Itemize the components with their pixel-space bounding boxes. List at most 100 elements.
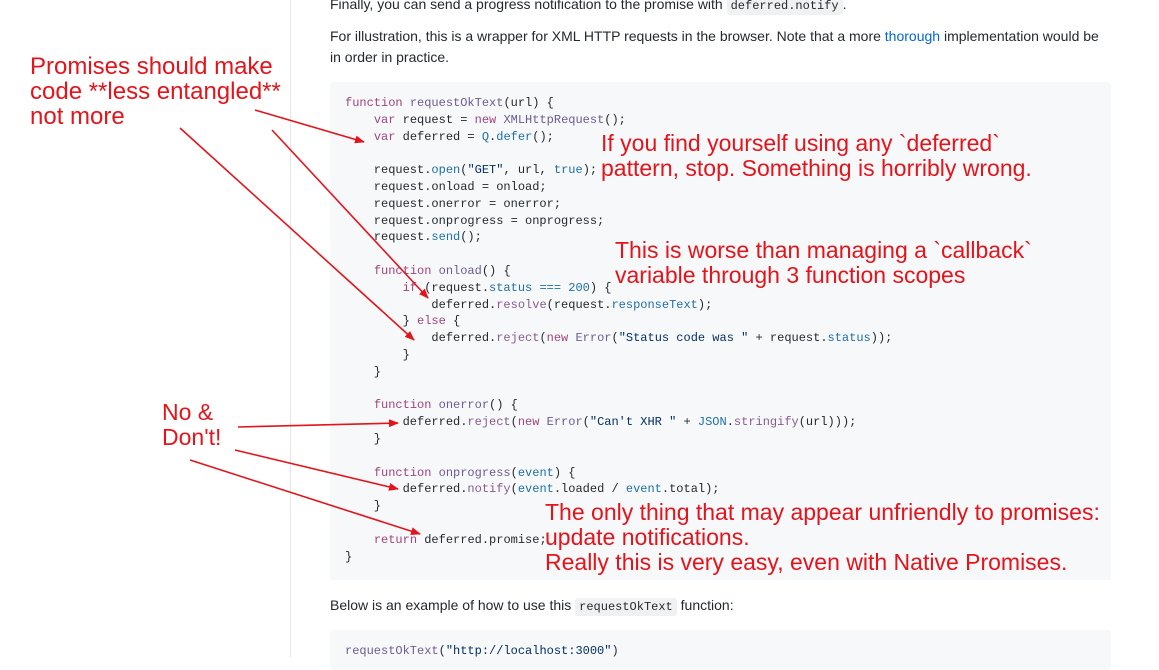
code-token: status — [489, 280, 533, 295]
code-line: request.onload = onload; — [345, 179, 892, 196]
code-line: } else { — [345, 313, 892, 330]
code-token: ) { — [589, 280, 612, 295]
code-token: true — [553, 163, 583, 178]
code-token: notify — [467, 482, 511, 497]
code-token: .total); — [661, 482, 720, 497]
code-token: event — [517, 482, 554, 497]
code-token: var — [373, 112, 403, 127]
code-token: deferred. — [345, 482, 468, 497]
code-token: status — [827, 331, 871, 346]
code-token: "Can't XHR " — [589, 415, 677, 430]
code-token: deferred. — [345, 415, 468, 430]
code-line: deferred.reject(new Error("Status code w… — [345, 330, 892, 347]
sidebar-border — [290, 0, 291, 657]
code-line: function onprogress(event) { — [345, 465, 892, 482]
code-line: } — [345, 347, 892, 364]
paragraph-illustration: For illustration, this is a wrapper for … — [330, 26, 1110, 68]
code-token: .loaded / — [553, 482, 626, 497]
inline-code: deferred.notify — [726, 0, 843, 15]
code-token: new — [517, 415, 547, 430]
code-token: requestOkText — [345, 644, 439, 658]
code-line: function onerror() { — [345, 397, 892, 414]
code-token: } — [345, 364, 382, 379]
code-token: stringify — [733, 415, 799, 430]
code-token: open — [431, 163, 461, 178]
code-token: request. — [345, 230, 432, 245]
code-token: (url) { — [503, 96, 554, 110]
code-token: (request. — [424, 280, 490, 295]
arrow-to-onerror-reject — [237, 419, 399, 428]
code-token: ( — [460, 163, 468, 178]
code-token: } — [345, 549, 353, 564]
code-token: function — [373, 398, 439, 413]
code-token: reject — [496, 331, 540, 346]
code-line: request.open("GET", url, true); — [345, 162, 892, 179]
code-token: "http://localhost:3000" — [445, 644, 612, 658]
code-token: requestOkText — [409, 96, 504, 110]
code-token: + request. — [748, 331, 828, 346]
code-token: . — [489, 129, 497, 144]
code-token: event — [625, 482, 662, 497]
paragraph-text: For illustration, this is a wrapper for … — [330, 28, 885, 44]
code-token: ( — [510, 482, 518, 497]
code-token: (request. — [546, 297, 612, 312]
code-token: ( — [611, 331, 619, 346]
code-token: var — [373, 129, 403, 144]
code-token: new — [546, 331, 576, 346]
code-token: (); — [460, 230, 482, 245]
arrow-to-reject — [179, 127, 415, 341]
code-line: var deferred = Q.defer(); — [345, 129, 892, 146]
code-line: requestOkText("http://localhost:3000") — [345, 643, 619, 660]
code-token: function — [373, 465, 439, 480]
arrow-to-return — [189, 459, 421, 536]
code-line: request.onprogress = onprogress; — [345, 213, 892, 230]
code-line: var request = new XMLHttpRequest(); — [345, 112, 892, 129]
code-token: onload — [438, 263, 482, 278]
code-token: send — [431, 230, 461, 245]
code-token: ( — [510, 465, 518, 480]
code-token: resolve — [496, 297, 547, 312]
code-token: onerror — [438, 398, 490, 413]
annotation-deferred: If you find yourself using any `deferred… — [601, 130, 1032, 181]
code-line: } — [345, 498, 892, 515]
code-token: deferred.promise; — [424, 532, 547, 547]
code-token: if — [402, 280, 425, 295]
code-token: ( — [510, 415, 518, 430]
code-token: deferred. — [345, 331, 497, 346]
code-token: ) { — [553, 465, 576, 480]
code-token: Q — [481, 129, 490, 144]
code-token: } — [345, 314, 418, 329]
code-token: ); — [697, 297, 713, 312]
code-token: } — [345, 431, 382, 446]
annotation-callback: This is worse than managing a `callback`… — [615, 237, 1032, 288]
paragraph-text: implementation would be in order in prac… — [330, 28, 1099, 65]
code-token: () { — [481, 263, 511, 278]
code-token: return — [373, 532, 425, 547]
code-content: function requestOkText(url) { var reques… — [345, 95, 892, 565]
inline-code: requestOkText — [575, 598, 677, 616]
thorough-link[interactable]: thorough — [884, 28, 941, 44]
annotation-notifications: The only thing that may appear unfriendl… — [545, 499, 1100, 575]
code-token: defer — [496, 129, 533, 144]
code-token: XMLHttpRequest — [503, 112, 605, 127]
code-token: , url, — [503, 163, 554, 178]
code-token: Error — [575, 331, 612, 346]
code-token: )); — [870, 331, 893, 346]
code-token: request.onprogress = onprogress; — [345, 213, 605, 228]
code-token: onprogress — [438, 465, 511, 480]
code-token: Error — [546, 415, 583, 430]
code-token: else — [417, 314, 446, 329]
code-content-example: requestOkText("http://localhost:3000") — [345, 643, 619, 660]
code-token: new — [474, 112, 504, 127]
annotation-dont: No & Don't! — [162, 399, 222, 450]
paragraph-text: function: — [676, 597, 734, 613]
code-line: deferred.notify(event.loaded / event.tot… — [345, 481, 892, 498]
code-token: ); — [582, 163, 598, 178]
code-token: "Status code was " — [618, 331, 749, 346]
code-token: (); — [532, 129, 554, 144]
paragraph-text: Finally, you can send a progress notific… — [330, 0, 727, 12]
code-token: request.onerror = onerror; — [345, 196, 562, 211]
code-line: request.onerror = onerror; — [345, 196, 892, 213]
paragraph-text: . — [842, 0, 847, 12]
